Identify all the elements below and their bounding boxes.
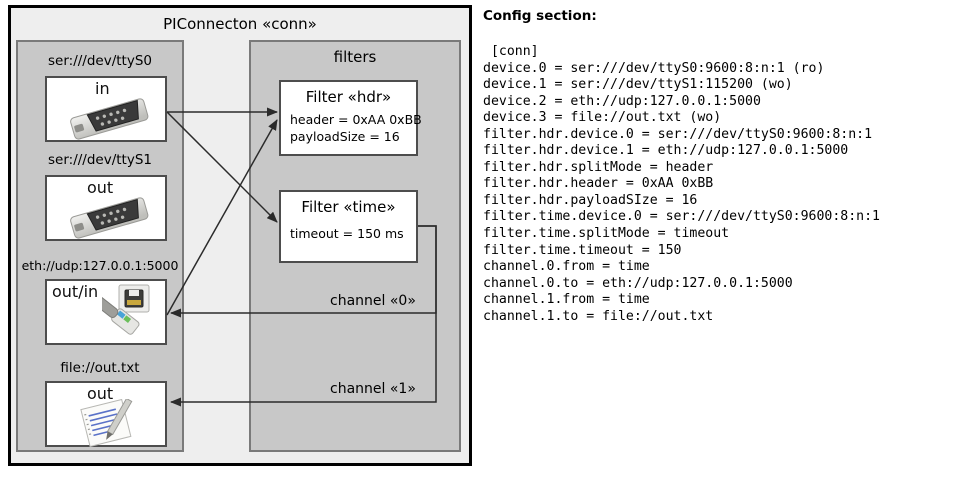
device-box-1[interactable]: out [45,175,167,241]
device-box-3[interactable]: out [45,381,167,448]
text-file-icon [77,397,143,448]
serial-port-icon [65,96,153,140]
filters-group-title: filters [333,48,377,66]
device-caption-1: ser:///dev/ttyS1 [48,152,152,168]
filter-title-time: Filter «time» [301,198,396,216]
page-title: PIConnecton «conn» [163,15,317,33]
device-label-0: in [95,79,110,98]
serial-port-icon [65,195,153,239]
channel-label-1: channel «1» [330,381,416,397]
filter-title-hdr: Filter «hdr» [305,88,392,106]
filter-prop-timeout: timeout = 150 ms [290,226,404,241]
filter-prop-header: header = 0xAA 0xBB [290,112,422,127]
filter-box-time[interactable]: Filter «time» timeout = 150 ms [279,190,418,263]
filter-box-hdr[interactable]: Filter «hdr» header = 0xAA 0xBB payloadS… [279,80,422,156]
device-caption-2: eth://udp:127.0.0.1:5000 [21,258,179,273]
network-jack-icon [86,283,164,343]
channel-label-0: channel «0» [330,293,416,309]
device-box-0[interactable]: in [45,76,167,142]
config-text: [conn] device.0 = ser:///dev/ttyS0:9600:… [483,44,880,324]
device-caption-3: file://out.txt [60,360,140,376]
device-label-2: out/in [52,282,99,301]
config-heading: Config section: [483,8,597,24]
filter-prop-payloadsize: payloadSize = 16 [290,129,400,144]
device-caption-0: ser:///dev/ttyS0 [48,53,152,69]
device-label-3: out [87,384,114,403]
device-box-2[interactable]: out/in [45,279,167,345]
device-label-1: out [87,178,114,197]
